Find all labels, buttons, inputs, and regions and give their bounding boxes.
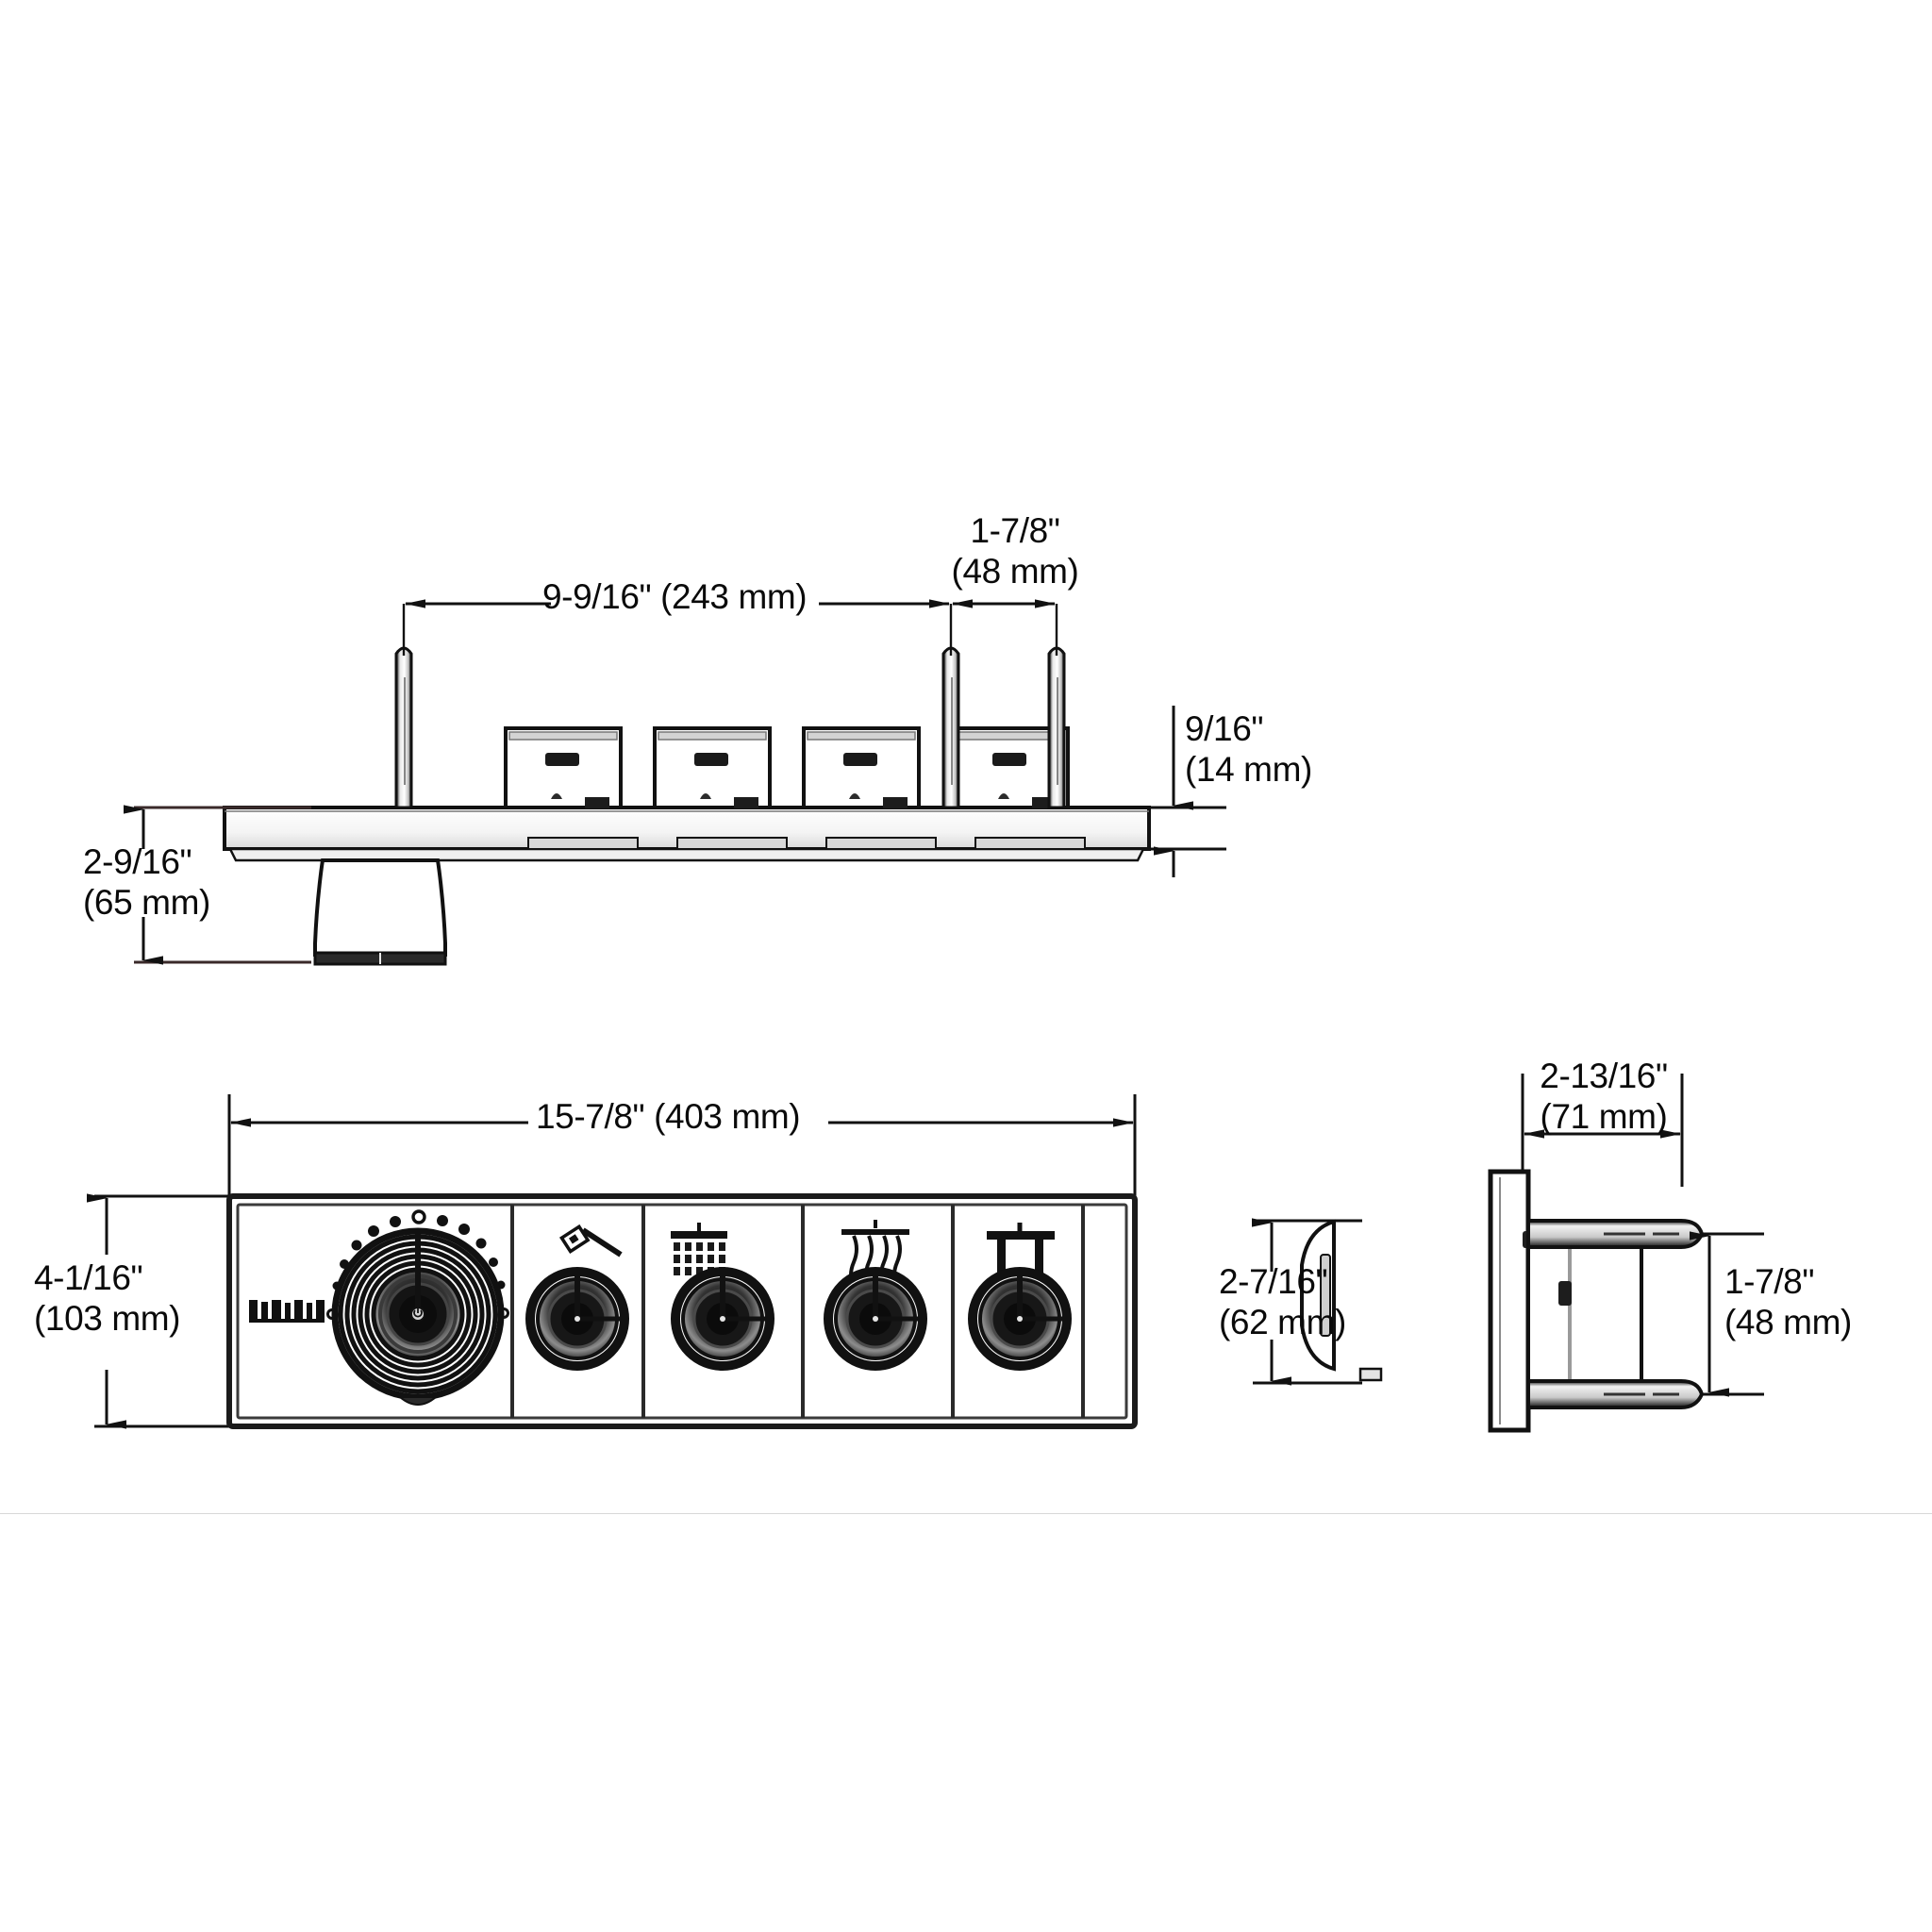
kohler-logo-mark — [249, 1300, 325, 1323]
showerhead-icon-graphic — [987, 1223, 1055, 1274]
top-elevation-geometry — [124, 599, 1226, 966]
front-view-geometry — [87, 1094, 1138, 1429]
handshower-icon-graphic — [558, 1224, 623, 1257]
dim-label-top-width: 9-9/16" (243 mm) — [542, 577, 808, 616]
bodyspray-icon-graphic — [841, 1220, 909, 1288]
rainhead-dial-graphic — [671, 1267, 774, 1371]
dim-label-front-height: 4-1/16" (103 mm) — [34, 1258, 181, 1338]
dim-label-plate-thickness: 9/16" (14 mm) — [1185, 709, 1312, 789]
dim-label-side-height: 2-7/16" (62 mm) — [1219, 1262, 1346, 1341]
showerhead-dial-graphic — [968, 1267, 1072, 1371]
dial-indicator-arc — [326, 1209, 509, 1320]
page-divider — [0, 1513, 1932, 1514]
bodyspray-dial-graphic — [824, 1267, 927, 1371]
dim-label-knob-depth: 2-9/16" (65 mm) — [83, 842, 210, 922]
dim-label-front-width: 15-7/8" (403 mm) — [536, 1097, 801, 1136]
dim-label-top-spacing: 1-7/8" (48 mm) — [951, 511, 1079, 591]
rainhead-icon-graphic — [671, 1223, 727, 1275]
dim-label-side-spacing: 1-7/8" (48 mm) — [1724, 1262, 1852, 1341]
dim-label-side-depth: 2-13/16" (71 mm) — [1540, 1057, 1668, 1136]
handshower-dial-graphic — [525, 1267, 629, 1371]
main-dial-graphic — [331, 1227, 505, 1406]
